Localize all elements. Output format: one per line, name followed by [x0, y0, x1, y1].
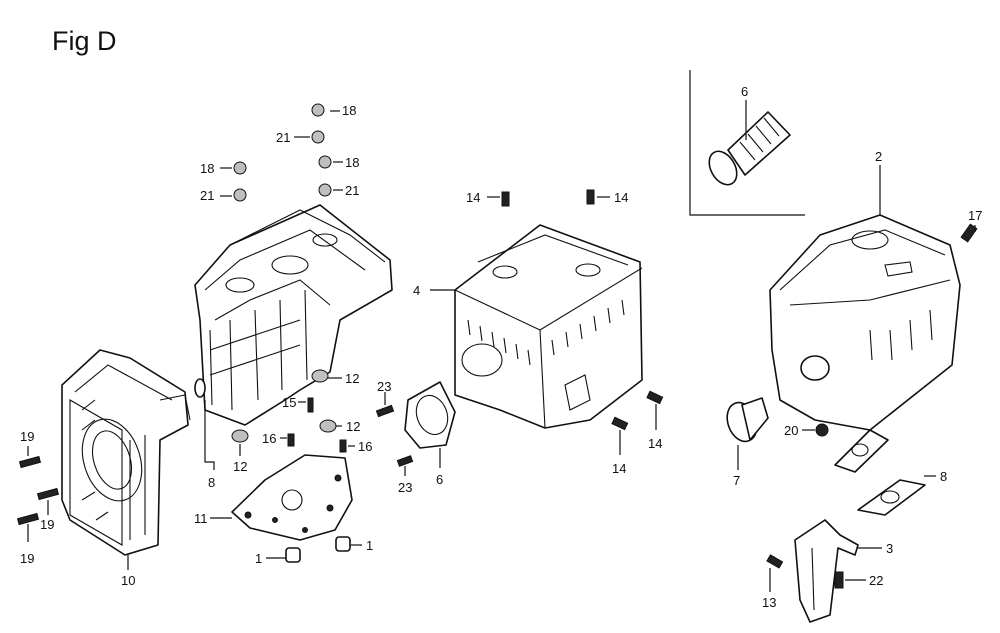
part-19-bolt-a: [18, 455, 42, 469]
callout-10: 10: [121, 573, 135, 588]
callout-21-top: 21: [276, 130, 290, 145]
callout-8-left: 8: [208, 475, 215, 490]
part-20-bolt: [815, 423, 829, 437]
part-manifold-housing: [194, 204, 393, 426]
part-8-gasket-upper: [834, 429, 889, 473]
part-14-bolt-top-right: [586, 189, 595, 205]
callout-17: 17: [968, 208, 982, 223]
callout-19-lower: 19: [20, 551, 34, 566]
part-19-bolt-b: [36, 487, 60, 501]
callout-23-upper: 23: [377, 379, 391, 394]
leader-lines: [27, 100, 976, 592]
part-21-washer-mid: [318, 183, 332, 197]
part-12-nut-b: [311, 369, 329, 383]
part-14-bolt-top-left: [501, 191, 510, 207]
part-14-bolt-right: [646, 390, 664, 405]
part-15-stud: [307, 397, 314, 413]
part-13-bolt: [766, 554, 784, 569]
part-4-muffler-protector: [454, 224, 643, 429]
callout-12-upper: 12: [345, 371, 359, 386]
part-8-gasket-left: [194, 378, 206, 398]
part-6-end-cap: [404, 381, 456, 449]
part-19-bolt-c: [16, 512, 40, 526]
part-21-washer-top: [311, 130, 325, 144]
part-8-gasket-lower: [857, 479, 926, 516]
callout-18-mid: 18: [345, 155, 359, 170]
callout-14-top-left: 14: [466, 190, 480, 205]
part-23-bolt-upper: [375, 404, 395, 418]
callout-4: 4: [413, 283, 420, 298]
figure-title: Fig D: [52, 26, 117, 56]
callout-21-mid: 21: [345, 183, 359, 198]
callout-16-left: 16: [262, 431, 276, 446]
callout-21-left: 21: [200, 188, 214, 203]
callout-19-upper: 19: [20, 429, 34, 444]
part-2-muffler: [769, 214, 961, 431]
callout-8-right: 8: [940, 469, 947, 484]
callout-3: 3: [886, 541, 893, 556]
part-16-bolt-b: [339, 439, 347, 453]
part-1-spacer-right: [335, 536, 351, 552]
part-16-bolt-a: [287, 433, 295, 447]
callout-20: 20: [784, 423, 798, 438]
callout-12-right: 12: [346, 419, 360, 434]
callout-18-left: 18: [200, 161, 214, 176]
part-17-bolt: [960, 223, 978, 243]
part-12-nut-c: [319, 419, 337, 433]
callout-1-right: 1: [366, 538, 373, 553]
part-21-washer-left: [233, 188, 247, 202]
callout-18-top: 18: [342, 103, 356, 118]
callout-23-lower: 23: [398, 480, 412, 495]
part-18-nut-mid: [318, 155, 332, 169]
callout-14-top-right: 14: [614, 190, 628, 205]
part-22-bolt: [834, 571, 844, 589]
part-14-bolt-bottom: [611, 416, 629, 431]
callout-14-bottom: 14: [612, 461, 626, 476]
inset-frame: [689, 70, 805, 216]
callout-16-right: 16: [358, 439, 372, 454]
part-18-nut-left: [233, 161, 247, 175]
part-10-mounting-frame: [61, 349, 191, 556]
callout-22: 22: [869, 573, 883, 588]
part-23-bolt-lower: [396, 455, 414, 467]
callout-13: 13: [762, 595, 776, 610]
part-11-base-plate: [231, 454, 353, 541]
callout-14-right: 14: [648, 436, 662, 451]
callout-19-mid: 19: [40, 517, 54, 532]
callout-15: 15: [282, 395, 296, 410]
part-1-spacer-left: [285, 547, 301, 563]
part-3-bracket: [794, 519, 859, 623]
part-18-nut-top: [311, 103, 325, 117]
callout-2: 2: [875, 149, 882, 164]
callout-11: 11: [194, 511, 208, 526]
callout-12-left: 12: [233, 459, 247, 474]
callout-7: 7: [733, 473, 740, 488]
part-6-spark-arrester-screen: [708, 111, 791, 186]
callout-1-left: 1: [255, 551, 262, 566]
callout-6-inset: 6: [741, 84, 748, 99]
part-12-nut-a: [231, 429, 249, 443]
part-7-exhaust-pipe: [726, 397, 769, 443]
callout-6-center: 6: [436, 472, 443, 487]
